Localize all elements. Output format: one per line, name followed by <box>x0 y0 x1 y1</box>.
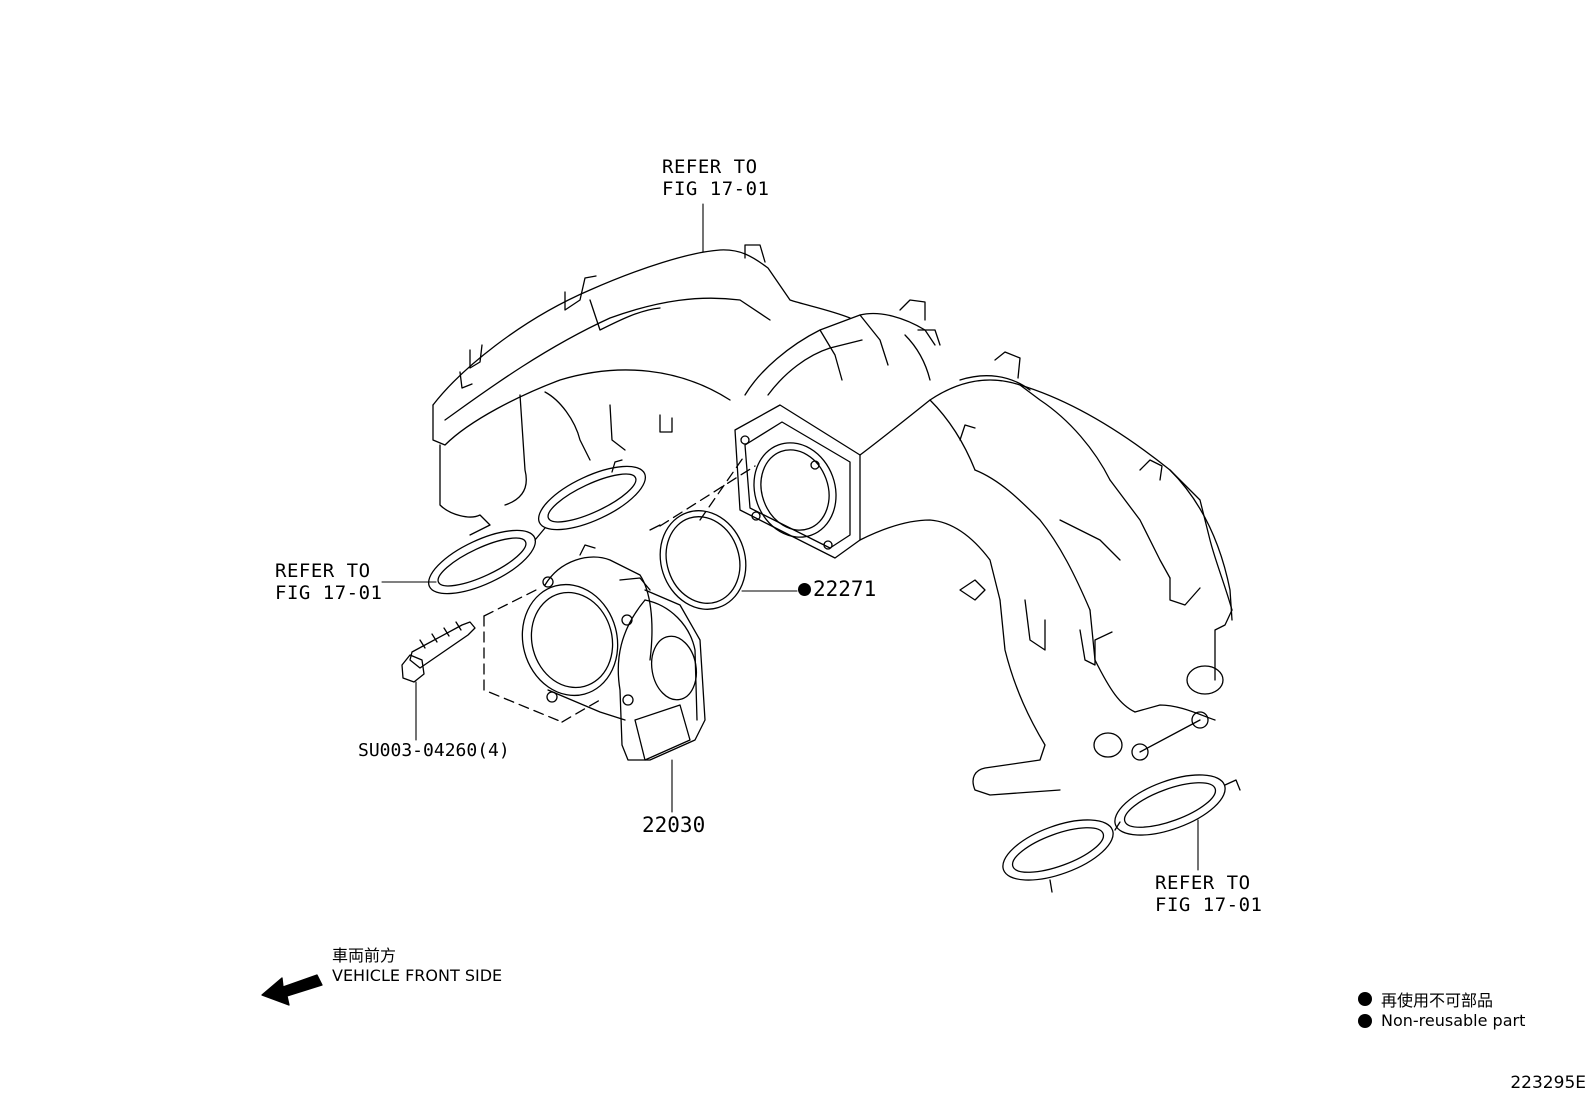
left-manifold-gaskets <box>427 459 647 595</box>
non-reusable-marker <box>1358 1013 1372 1028</box>
refer-callout-line: REFER TO <box>275 560 371 582</box>
vehicle-front-arrow <box>261 974 323 1006</box>
refer-callout-top: REFER TO FIG 17-01 <box>662 156 769 200</box>
non-reusable-marker <box>798 582 811 596</box>
refer-callout-bottom: REFER TO FIG 17-01 <box>1155 872 1262 916</box>
refer-callout-line: FIG 17-01 <box>662 178 770 200</box>
refer-callout-line: FIG 17-01 <box>275 582 383 604</box>
legend-text: 再使用不可部品 <box>1381 991 1494 1010</box>
refer-callout-left: REFER TO FIG 17-01 <box>275 560 382 604</box>
vehicle-front-japanese: 車両前方 <box>332 946 397 965</box>
throttle-gasket-ring <box>649 510 747 610</box>
refer-callout-line: REFER TO <box>662 156 758 178</box>
legend-text: Non-reusable part <box>1381 1011 1526 1030</box>
leader-lines <box>381 203 1199 871</box>
legend-japanese: 再使用不可部品 <box>1358 987 1493 1011</box>
assembly-lines <box>483 454 756 723</box>
throttle-body <box>521 544 706 761</box>
bolt <box>401 621 476 683</box>
refer-callout-line: REFER TO <box>1155 872 1251 894</box>
part-label-bolt: SU003-04260(4) <box>358 740 510 761</box>
part-number: 22271 <box>813 577 877 601</box>
refer-callout-line: FIG 17-01 <box>1155 894 1263 916</box>
vehicle-front-english: VEHICLE FRONT SIDE <box>332 966 503 985</box>
intake-manifold <box>432 244 1233 796</box>
part-label-gasket: 22271 <box>798 577 876 601</box>
figure-id: 223295E <box>1510 1073 1586 1093</box>
legend-english: Non-reusable part <box>1358 1011 1525 1030</box>
non-reusable-marker <box>1358 992 1372 1006</box>
part-label-throttle-body: 22030 <box>642 813 706 837</box>
right-manifold-gaskets <box>1002 774 1241 893</box>
